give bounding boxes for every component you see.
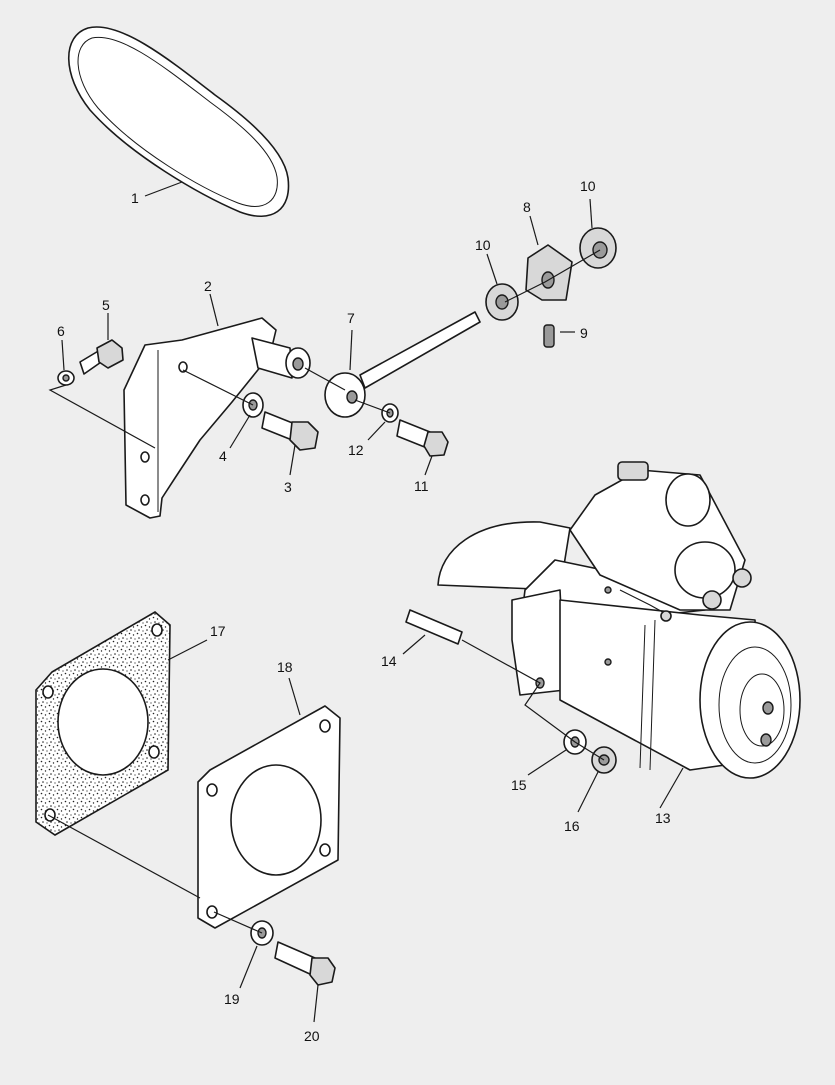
callout-4: 4 xyxy=(219,448,227,464)
flange-plate-18 xyxy=(197,705,341,929)
nut-10b xyxy=(579,227,617,269)
washer-6 xyxy=(57,370,75,386)
callout-5: 5 xyxy=(102,297,110,313)
stud-14 xyxy=(405,609,463,645)
bolt-11 xyxy=(396,419,449,457)
nut-10a xyxy=(485,283,519,321)
bolt-20 xyxy=(274,941,336,986)
callout-14: 14 xyxy=(381,653,397,669)
pin-9 xyxy=(543,324,555,348)
callout-10a: 10 xyxy=(475,237,491,253)
callout-18: 18 xyxy=(277,659,293,675)
assembly-lines xyxy=(47,249,605,934)
block-8 xyxy=(525,244,573,301)
callout-12: 12 xyxy=(348,442,364,458)
leader-lines xyxy=(61,181,684,1023)
callout-3: 3 xyxy=(284,479,292,495)
callout-13: 13 xyxy=(655,810,671,826)
callout-6: 6 xyxy=(57,323,65,339)
v-belt xyxy=(68,26,290,217)
callout-7: 7 xyxy=(347,310,355,326)
callout-19: 19 xyxy=(224,991,240,1007)
callout-2: 2 xyxy=(204,278,212,294)
mounting-bracket xyxy=(123,317,311,519)
callout-10b: 10 xyxy=(580,178,596,194)
callout-9: 9 xyxy=(580,325,588,341)
callout-8: 8 xyxy=(523,199,531,215)
adjusting-rod xyxy=(324,311,481,418)
callout-17: 17 xyxy=(210,623,226,639)
bolt-5 xyxy=(79,339,124,375)
callout-labels: 1 2 3 4 5 6 7 8 9 10 10 11 12 13 14 15 1… xyxy=(57,178,671,1044)
callout-15: 15 xyxy=(511,777,527,793)
callout-16: 16 xyxy=(564,818,580,834)
callout-11: 11 xyxy=(414,478,429,494)
callout-20: 20 xyxy=(304,1028,320,1044)
callout-1: 1 xyxy=(131,190,139,206)
bolt-3 xyxy=(261,411,319,451)
gasket-17 xyxy=(35,611,171,836)
starter-motor xyxy=(437,461,801,779)
